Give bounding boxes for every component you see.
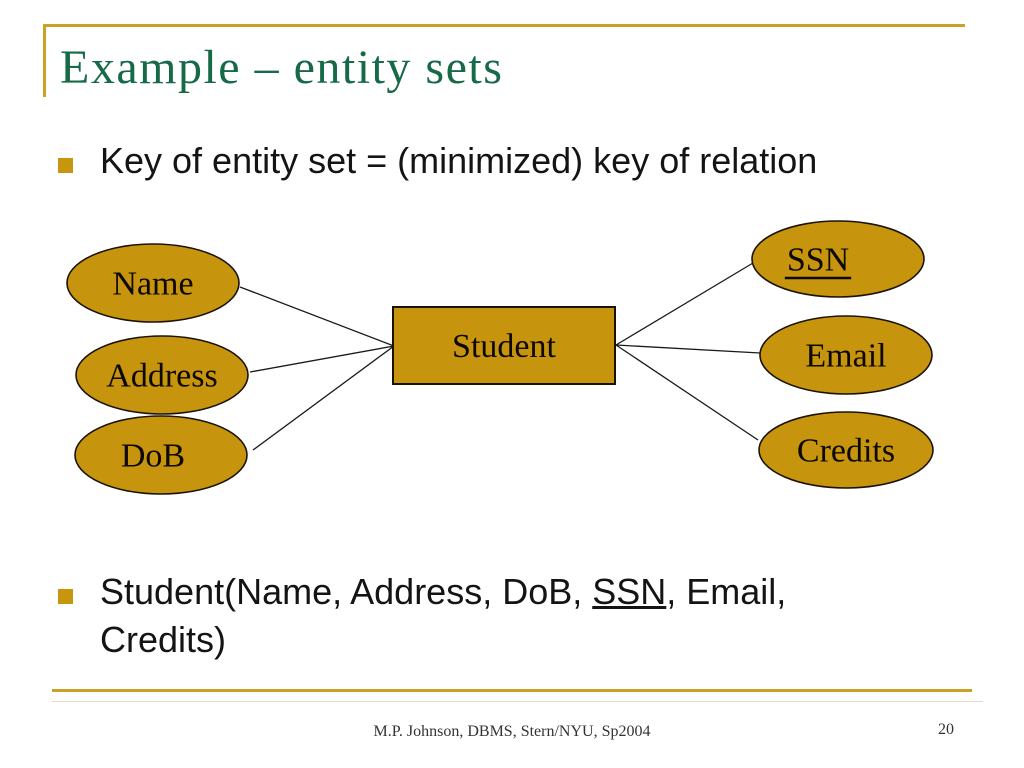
footer-accent-line [52,689,972,692]
bullet-item-key-of-entity-set: Key of entity set = (minimized) key of r… [100,140,818,181]
title-left-accent-line [43,24,46,97]
relation-text-pre: Student(Name, Address, DoB, [100,571,593,612]
attribute-ellipse-credits [758,411,934,489]
connector-line-ssn [615,262,754,346]
attribute-ellipse-dob [74,415,248,495]
entity-label-student: Student [452,328,556,365]
relation-key-underlined: SSN [592,571,667,612]
bullet-square-icon [58,158,73,173]
relation-text-line2: Credits) [100,619,227,660]
attribute-label-email: Email [805,338,886,375]
footer-text: M.P. Johnson, DBMS, Stern/NYU, Sp2004 [373,723,651,740]
top-accent-line [43,24,965,27]
entity-rect-student [392,306,616,385]
connector-line-name [239,286,395,347]
page-number: 20 [938,721,954,738]
attribute-ellipse-address [75,335,249,415]
attribute-ellipse-email [759,315,933,395]
attribute-label-name: Name [112,266,193,303]
attribute-label-address: Address [106,358,217,395]
connector-line-dob [252,345,395,451]
bullet-square-icon [58,589,73,604]
connector-line-email [615,344,761,354]
connector-line-credits [615,344,759,441]
relation-text-post: , Email, [666,571,787,612]
connector-line-address [249,345,395,373]
attribute-label-credits: Credits [797,433,895,470]
page-title: Example – entity sets [60,41,504,94]
attribute-ellipse-name [66,243,240,323]
footer-thin-line [52,701,983,702]
attribute-label-ssn: SSN [787,242,849,279]
attribute-label-dob: DoB [121,438,185,475]
bullet-item-student-relation: Student(Name, Address, DoB, SSN, Email, C… [100,568,980,664]
